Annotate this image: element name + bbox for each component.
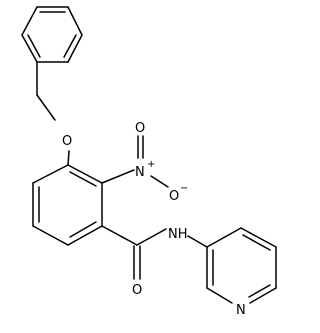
- double-bond-inner: [242, 234, 271, 251]
- atom-label-o-carbonyl: O: [132, 283, 142, 298]
- benzene-ring: [32, 164, 103, 246]
- bond: [32, 164, 69, 184]
- double-bond-inner: [63, 34, 77, 58]
- bond: [67, 164, 103, 184]
- bond: [206, 287, 233, 304]
- charge-plus: +: [147, 159, 155, 170]
- double-bond-inner: [69, 221, 97, 238]
- phenyl-ring: [21, 6, 83, 63]
- bond-ch2-o: [36, 94, 56, 121]
- bond-n-o-single: [150, 175, 169, 188]
- double-bond-inner: [248, 284, 271, 298]
- bond: [67, 6, 83, 36]
- atom-label-n-pyridine: N: [236, 303, 246, 318]
- atom-label-o-nitro-top: O: [135, 121, 145, 136]
- bond-ring-nitro: [101, 169, 135, 184]
- bond-carbonyl-nh: [136, 228, 167, 246]
- bond: [21, 34, 38, 63]
- atom-label-o-ether: O: [62, 134, 72, 149]
- structure-canvas: O N + O O − NH O N: [21, 6, 277, 318]
- bond-ring-carbonyl: [101, 225, 138, 246]
- atom-label-o-nitro-right: O: [169, 189, 179, 204]
- bond: [240, 227, 277, 248]
- bond: [32, 225, 69, 246]
- bond: [67, 225, 103, 246]
- double-bond-inner: [27, 34, 41, 58]
- bond-o-ring: [67, 150, 70, 166]
- bond: [21, 6, 38, 36]
- double-bond-inner: [69, 171, 97, 187]
- atom-label-n-nitro: N: [135, 165, 145, 180]
- pyridine-ring: [206, 227, 277, 304]
- bond: [249, 287, 277, 304]
- bond: [67, 34, 83, 63]
- charge-minus: −: [180, 183, 188, 194]
- chemical-structure-drawing: O N + O O − NH O N: [21, 6, 277, 318]
- bond-nh-pyridine: [187, 235, 208, 248]
- bond: [206, 227, 242, 248]
- atom-label-nh: NH: [168, 227, 188, 242]
